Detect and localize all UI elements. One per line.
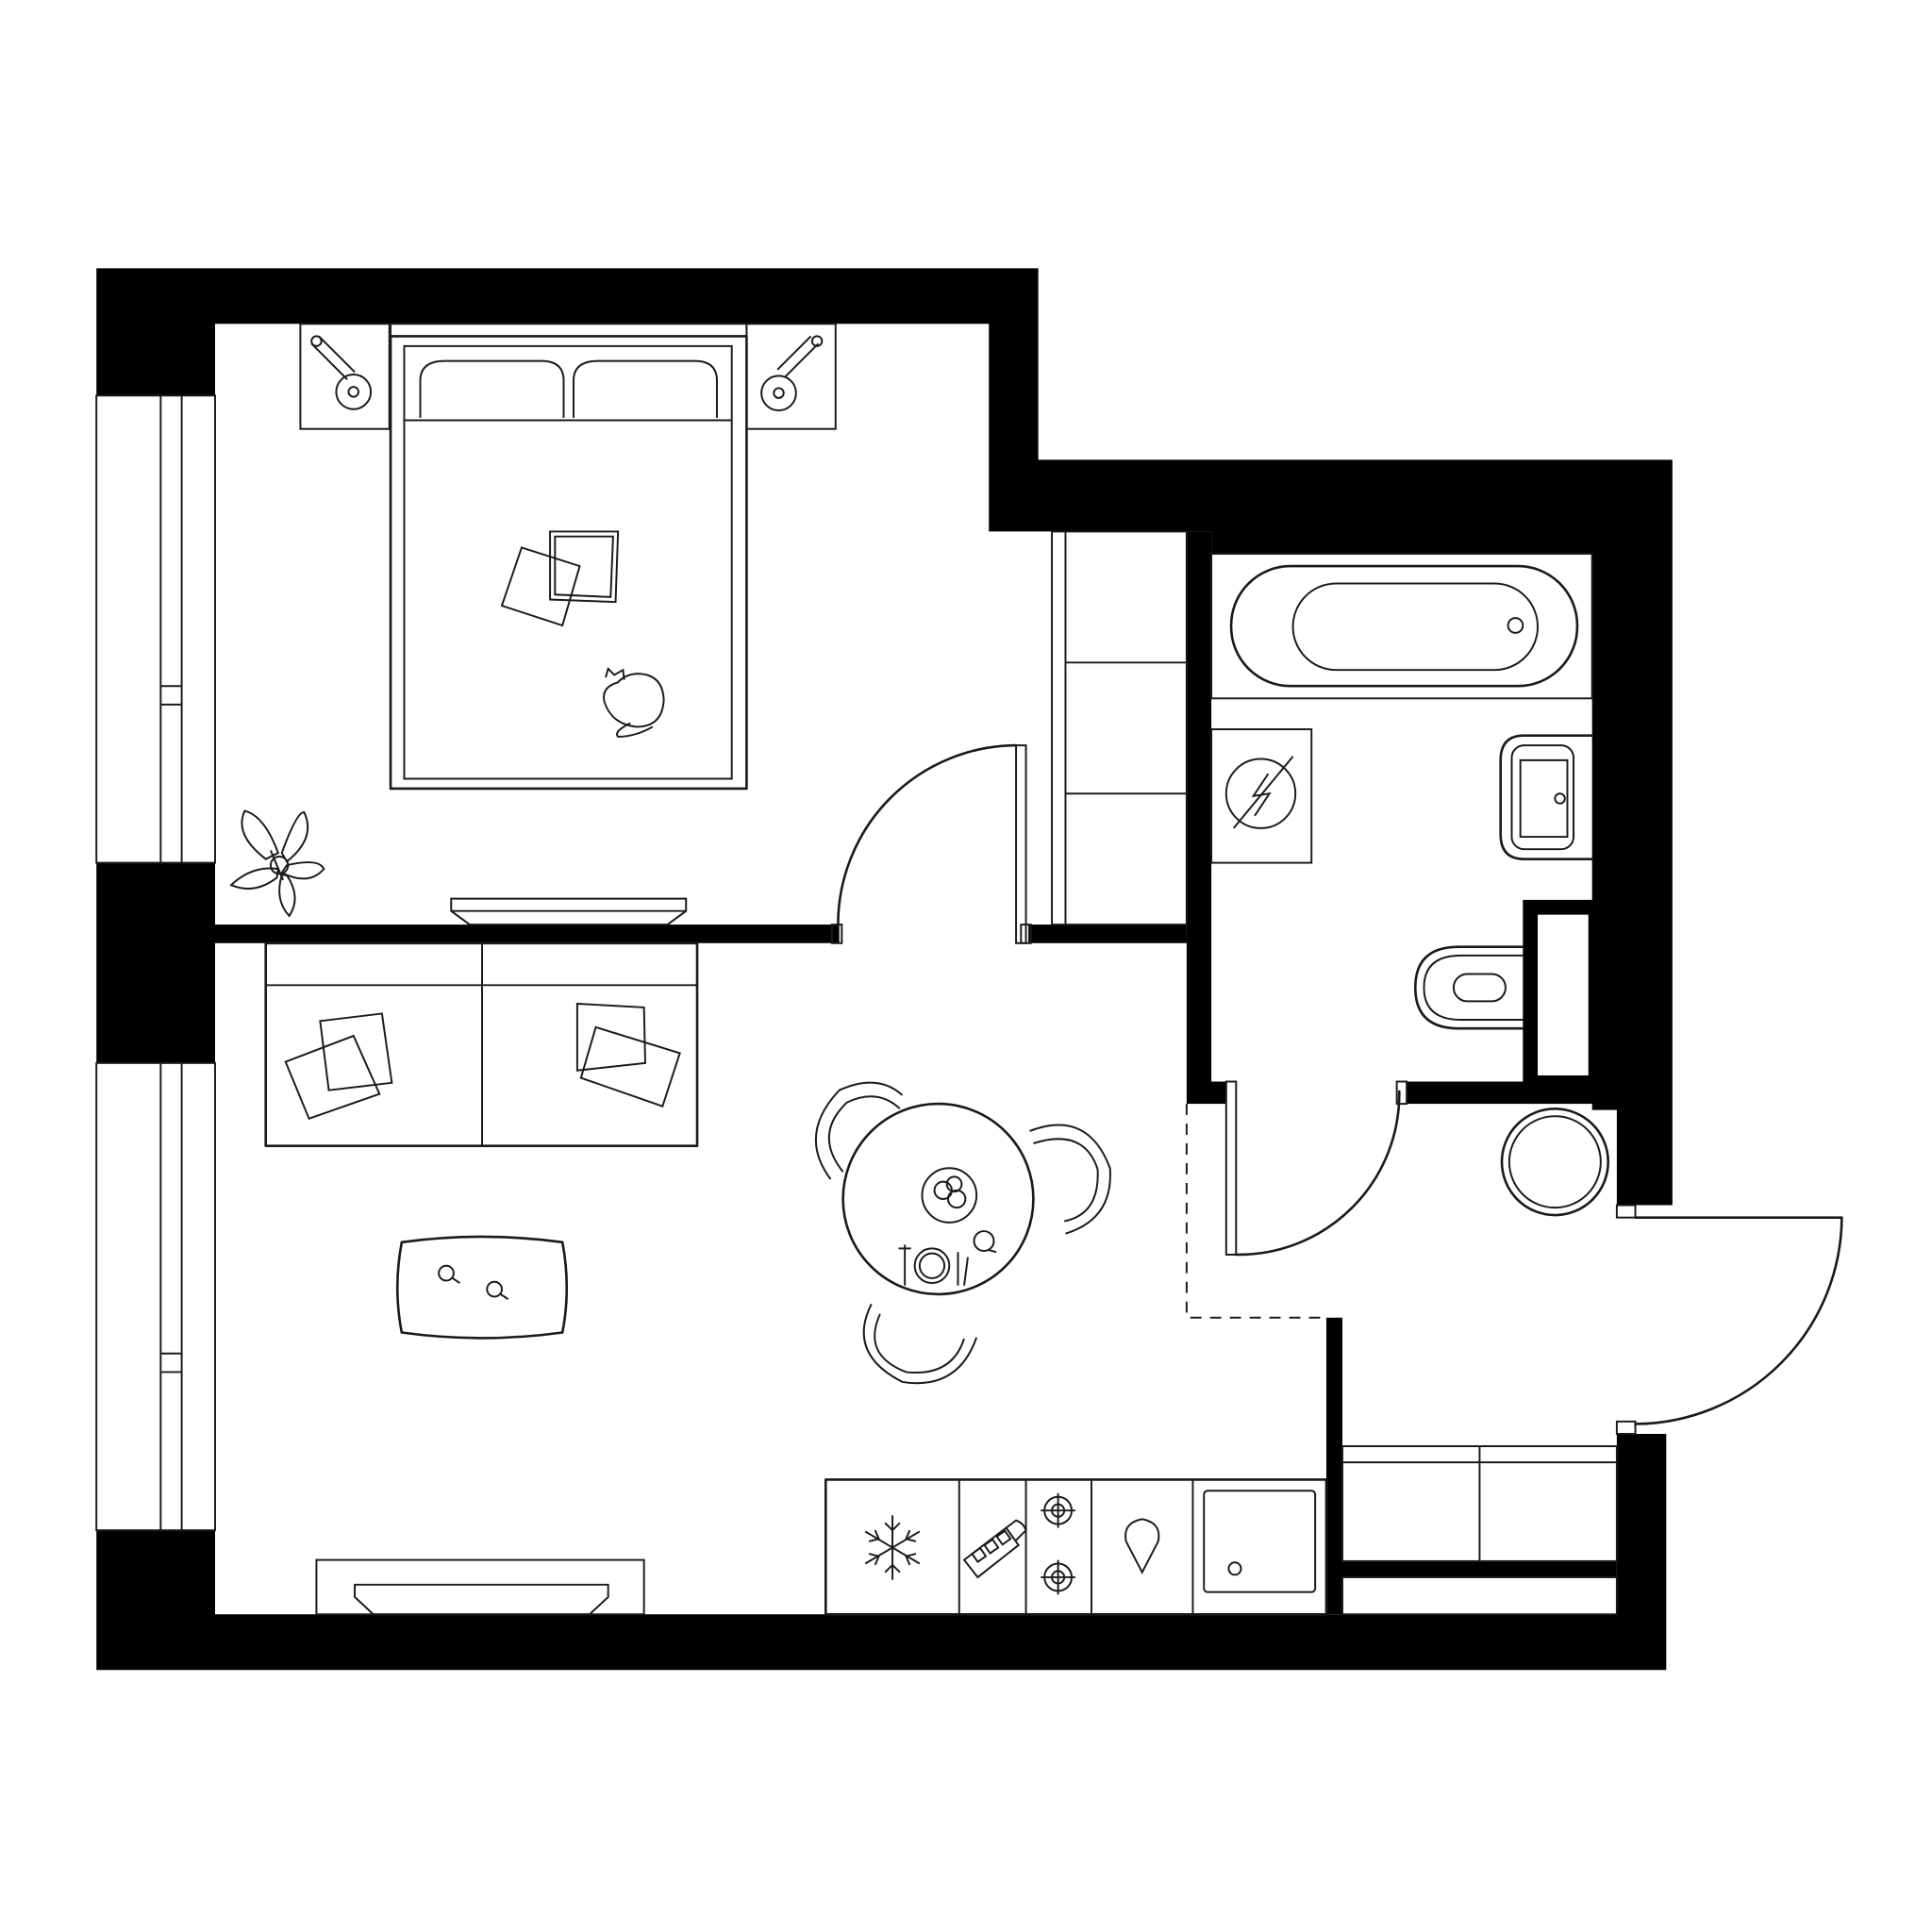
round-stool xyxy=(1500,1108,1610,1217)
nightstand-left xyxy=(299,323,391,430)
windows xyxy=(95,394,216,1532)
sofa-cushions-left xyxy=(284,1012,393,1121)
dining-chair-right xyxy=(1029,1124,1111,1235)
outer-wall xyxy=(96,268,1673,1671)
bathroom xyxy=(1210,553,1593,1030)
wall-bathroom-bottom xyxy=(1407,1081,1617,1105)
door-bathroom xyxy=(1224,1080,1408,1257)
stove-burner-icon xyxy=(1041,1492,1075,1595)
door-entrance xyxy=(1615,1204,1843,1435)
bed-pillow-left xyxy=(419,359,565,418)
kitchen xyxy=(824,1478,1328,1616)
washing-machine xyxy=(1210,728,1313,864)
bedroom-wardrobe xyxy=(1051,530,1188,926)
door-bedroom xyxy=(830,743,1032,944)
nightstand-right xyxy=(745,323,837,430)
dining-table xyxy=(841,1102,1035,1296)
sofa xyxy=(264,941,699,1147)
hallway-wardrobe xyxy=(1341,1445,1618,1616)
cutting-board-icon xyxy=(962,1519,1027,1579)
wall-bathroom-left xyxy=(1186,531,1212,1082)
coffee-table xyxy=(395,1235,569,1340)
opening-dashed xyxy=(1185,1104,1326,1319)
wall-bedroom-living-left xyxy=(214,924,840,943)
wall-bedroom-living-right xyxy=(1028,924,1187,943)
double-bed xyxy=(389,323,748,791)
cushion-pair xyxy=(500,530,620,627)
plant-icon xyxy=(229,809,325,918)
bed-pillow-right xyxy=(572,359,718,418)
cat-icon xyxy=(603,666,665,738)
sofa-cushions-right xyxy=(575,1002,681,1108)
bathtub xyxy=(1210,553,1593,700)
window-living xyxy=(95,1061,216,1532)
snowflake-icon xyxy=(864,1515,921,1580)
toilet xyxy=(1413,945,1524,1030)
fruit-bowl xyxy=(921,1167,978,1224)
doors xyxy=(830,743,1843,1435)
wall-shaft xyxy=(1523,899,1595,1082)
living-room xyxy=(264,941,1111,1616)
wall-kitchen-partition xyxy=(1325,1317,1342,1615)
wall-wardrobe-shelf xyxy=(1341,1560,1617,1577)
bedroom-tv xyxy=(450,897,688,926)
window-bedroom xyxy=(95,394,216,864)
drop-icon xyxy=(1124,1518,1160,1574)
bathroom-sink xyxy=(1499,734,1593,860)
bedroom xyxy=(229,323,1188,926)
walls xyxy=(96,268,1673,1671)
wall-bathroom-left-stub xyxy=(1186,1081,1226,1105)
living-tv xyxy=(315,1558,645,1616)
hallway xyxy=(1341,1108,1618,1616)
kitchen-sink xyxy=(1203,1490,1317,1593)
dining-chair-bottom xyxy=(862,1303,978,1385)
dining-chair-top xyxy=(814,1081,904,1180)
